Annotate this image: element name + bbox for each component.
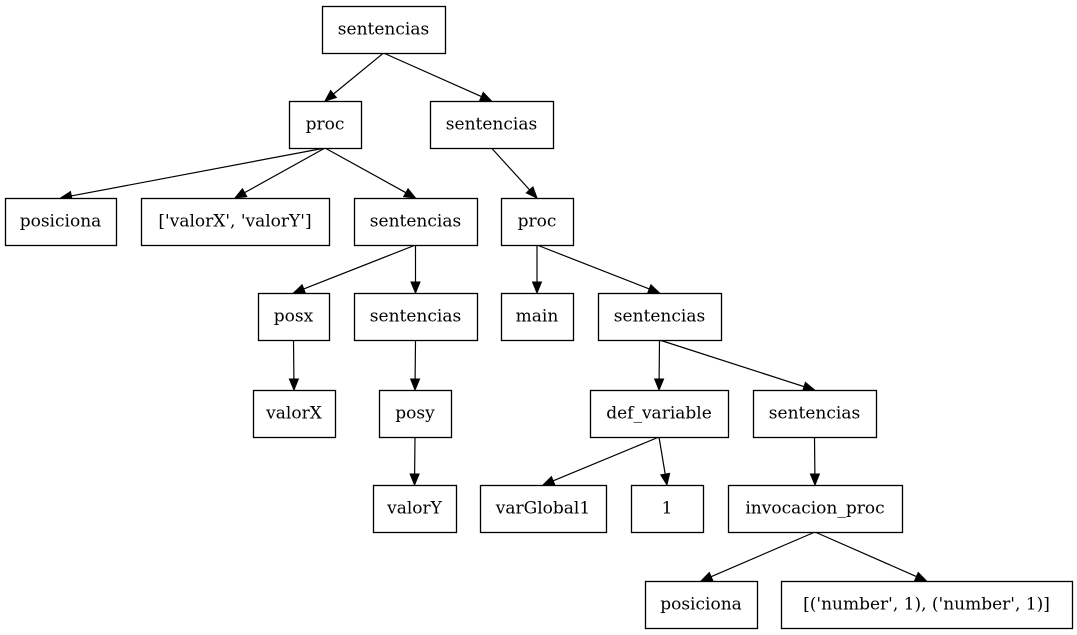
- arrowhead-icon: [646, 283, 661, 294]
- tree-node: sentencias: [597, 292, 723, 342]
- tree-node-box: [500, 292, 575, 342]
- tree-node-box: [4, 197, 118, 247]
- tree-node: invocacion_proc: [727, 484, 904, 534]
- tree-node: proc: [288, 100, 363, 150]
- tree-node: sentencias: [429, 100, 555, 150]
- tree-edge: [814, 531, 917, 578]
- tree-node-box: [372, 484, 458, 534]
- tree-node-label: posiciona: [20, 212, 102, 232]
- tree-node-label: posiciona: [660, 595, 742, 615]
- tree-node-label: valorY: [386, 499, 443, 519]
- tree-node: 1: [630, 484, 705, 534]
- tree-node-label: sentencias: [338, 20, 429, 40]
- tree-edge: [244, 147, 326, 194]
- tree-node-box: [252, 389, 337, 439]
- arrowhead-icon: [531, 281, 543, 295]
- tree-node: ['valorX', 'valorY']: [140, 197, 331, 247]
- arrowhead-icon: [410, 281, 421, 295]
- tree-edge: [536, 244, 650, 290]
- arrowhead-icon: [801, 381, 816, 392]
- tree-node-label: proc: [306, 115, 345, 135]
- tree-node-box: [780, 580, 1074, 630]
- tree-edge: [383, 52, 482, 98]
- arrowhead-icon: [659, 472, 671, 487]
- tree-node-box: [752, 389, 878, 439]
- tree-node-label: sentencias: [370, 212, 461, 232]
- tree-node: posiciona: [4, 197, 118, 247]
- arrowhead-icon: [653, 378, 665, 392]
- arrowhead-icon: [478, 91, 493, 102]
- tree-node-label: sentencias: [614, 307, 705, 327]
- tree-node: def_variable: [589, 389, 730, 439]
- tree-node-box: [597, 292, 723, 342]
- arrowhead-icon: [233, 187, 248, 199]
- tree-node-box: [500, 197, 575, 247]
- tree-node-box: [644, 580, 759, 630]
- tree-node: sentencias: [353, 292, 479, 342]
- tree-node-label: proc: [518, 212, 557, 232]
- tree-node-box: [140, 197, 331, 247]
- tree-node-box: [630, 484, 705, 534]
- tree-edges: [59, 52, 928, 582]
- tree-node-label: 1: [662, 499, 673, 519]
- tree-node-label: sentencias: [370, 307, 461, 327]
- tree-edge: [71, 147, 326, 197]
- tree-node-label: posy: [395, 404, 435, 424]
- arrowhead-icon: [292, 283, 307, 294]
- tree-node-box: [479, 484, 608, 534]
- tree-node-box: [589, 389, 730, 439]
- tree-edge: [491, 147, 531, 191]
- tree-node-label: [('number', 1), ('number', 1)]: [803, 595, 1050, 615]
- tree-node-box: [257, 292, 331, 342]
- tree-edge: [324, 147, 407, 194]
- tree-edge: [658, 436, 666, 475]
- arrowhead-icon: [409, 473, 420, 487]
- tree-node-label: ['valorX', 'valorY']: [158, 212, 311, 232]
- tree-node-box: [727, 484, 904, 534]
- tree-node: varGlobal1: [479, 484, 608, 534]
- arrowhead-icon: [541, 475, 556, 486]
- tree-node-label: valorX: [265, 404, 323, 424]
- tree-node-label: def_variable: [606, 404, 712, 424]
- arrowhead-icon: [699, 571, 714, 582]
- tree-node: proc: [500, 197, 575, 247]
- tree-node-box: [429, 100, 555, 150]
- tree-node-label: main: [516, 307, 559, 327]
- tree-node-box: [321, 5, 447, 55]
- tree-node-box: [378, 389, 453, 439]
- arrowhead-icon: [809, 473, 821, 487]
- tree-node: posiciona: [644, 580, 759, 630]
- tree-node: sentencias: [752, 389, 878, 439]
- tree-edge: [659, 339, 805, 388]
- arrowhead-icon: [409, 378, 421, 392]
- arrowhead-icon: [323, 89, 338, 102]
- tree-edge: [303, 244, 416, 290]
- tree-edge: [710, 531, 816, 578]
- tree-node: valorX: [252, 389, 337, 439]
- tree-node-box: [353, 292, 479, 342]
- tree-node: main: [500, 292, 575, 342]
- tree-node-label: posx: [274, 307, 314, 327]
- tree-node: sentencias: [321, 5, 447, 55]
- arrowhead-icon: [525, 185, 538, 199]
- tree-node-box: [353, 197, 479, 247]
- tree-edge: [552, 436, 660, 482]
- tree-node-label: invocacion_proc: [745, 499, 884, 519]
- tree-node: posy: [378, 389, 453, 439]
- tree-node-label: sentencias: [769, 404, 860, 424]
- arrowhead-icon: [288, 378, 300, 392]
- tree-node: sentencias: [353, 197, 479, 247]
- arrowhead-icon: [913, 571, 928, 582]
- tree-node: valorY: [372, 484, 458, 534]
- tree-edge: [333, 52, 384, 95]
- tree-nodes: sentencias proc sentencias posiciona ['valor…: [4, 5, 1074, 630]
- tree-node: [('number', 1), ('number', 1)]: [780, 580, 1074, 630]
- tree-node-label: varGlobal1: [495, 499, 590, 519]
- arrowhead-icon: [402, 187, 417, 199]
- tree-node-label: sentencias: [446, 115, 537, 135]
- tree-node: posx: [257, 292, 331, 342]
- tree-node-box: [288, 100, 363, 150]
